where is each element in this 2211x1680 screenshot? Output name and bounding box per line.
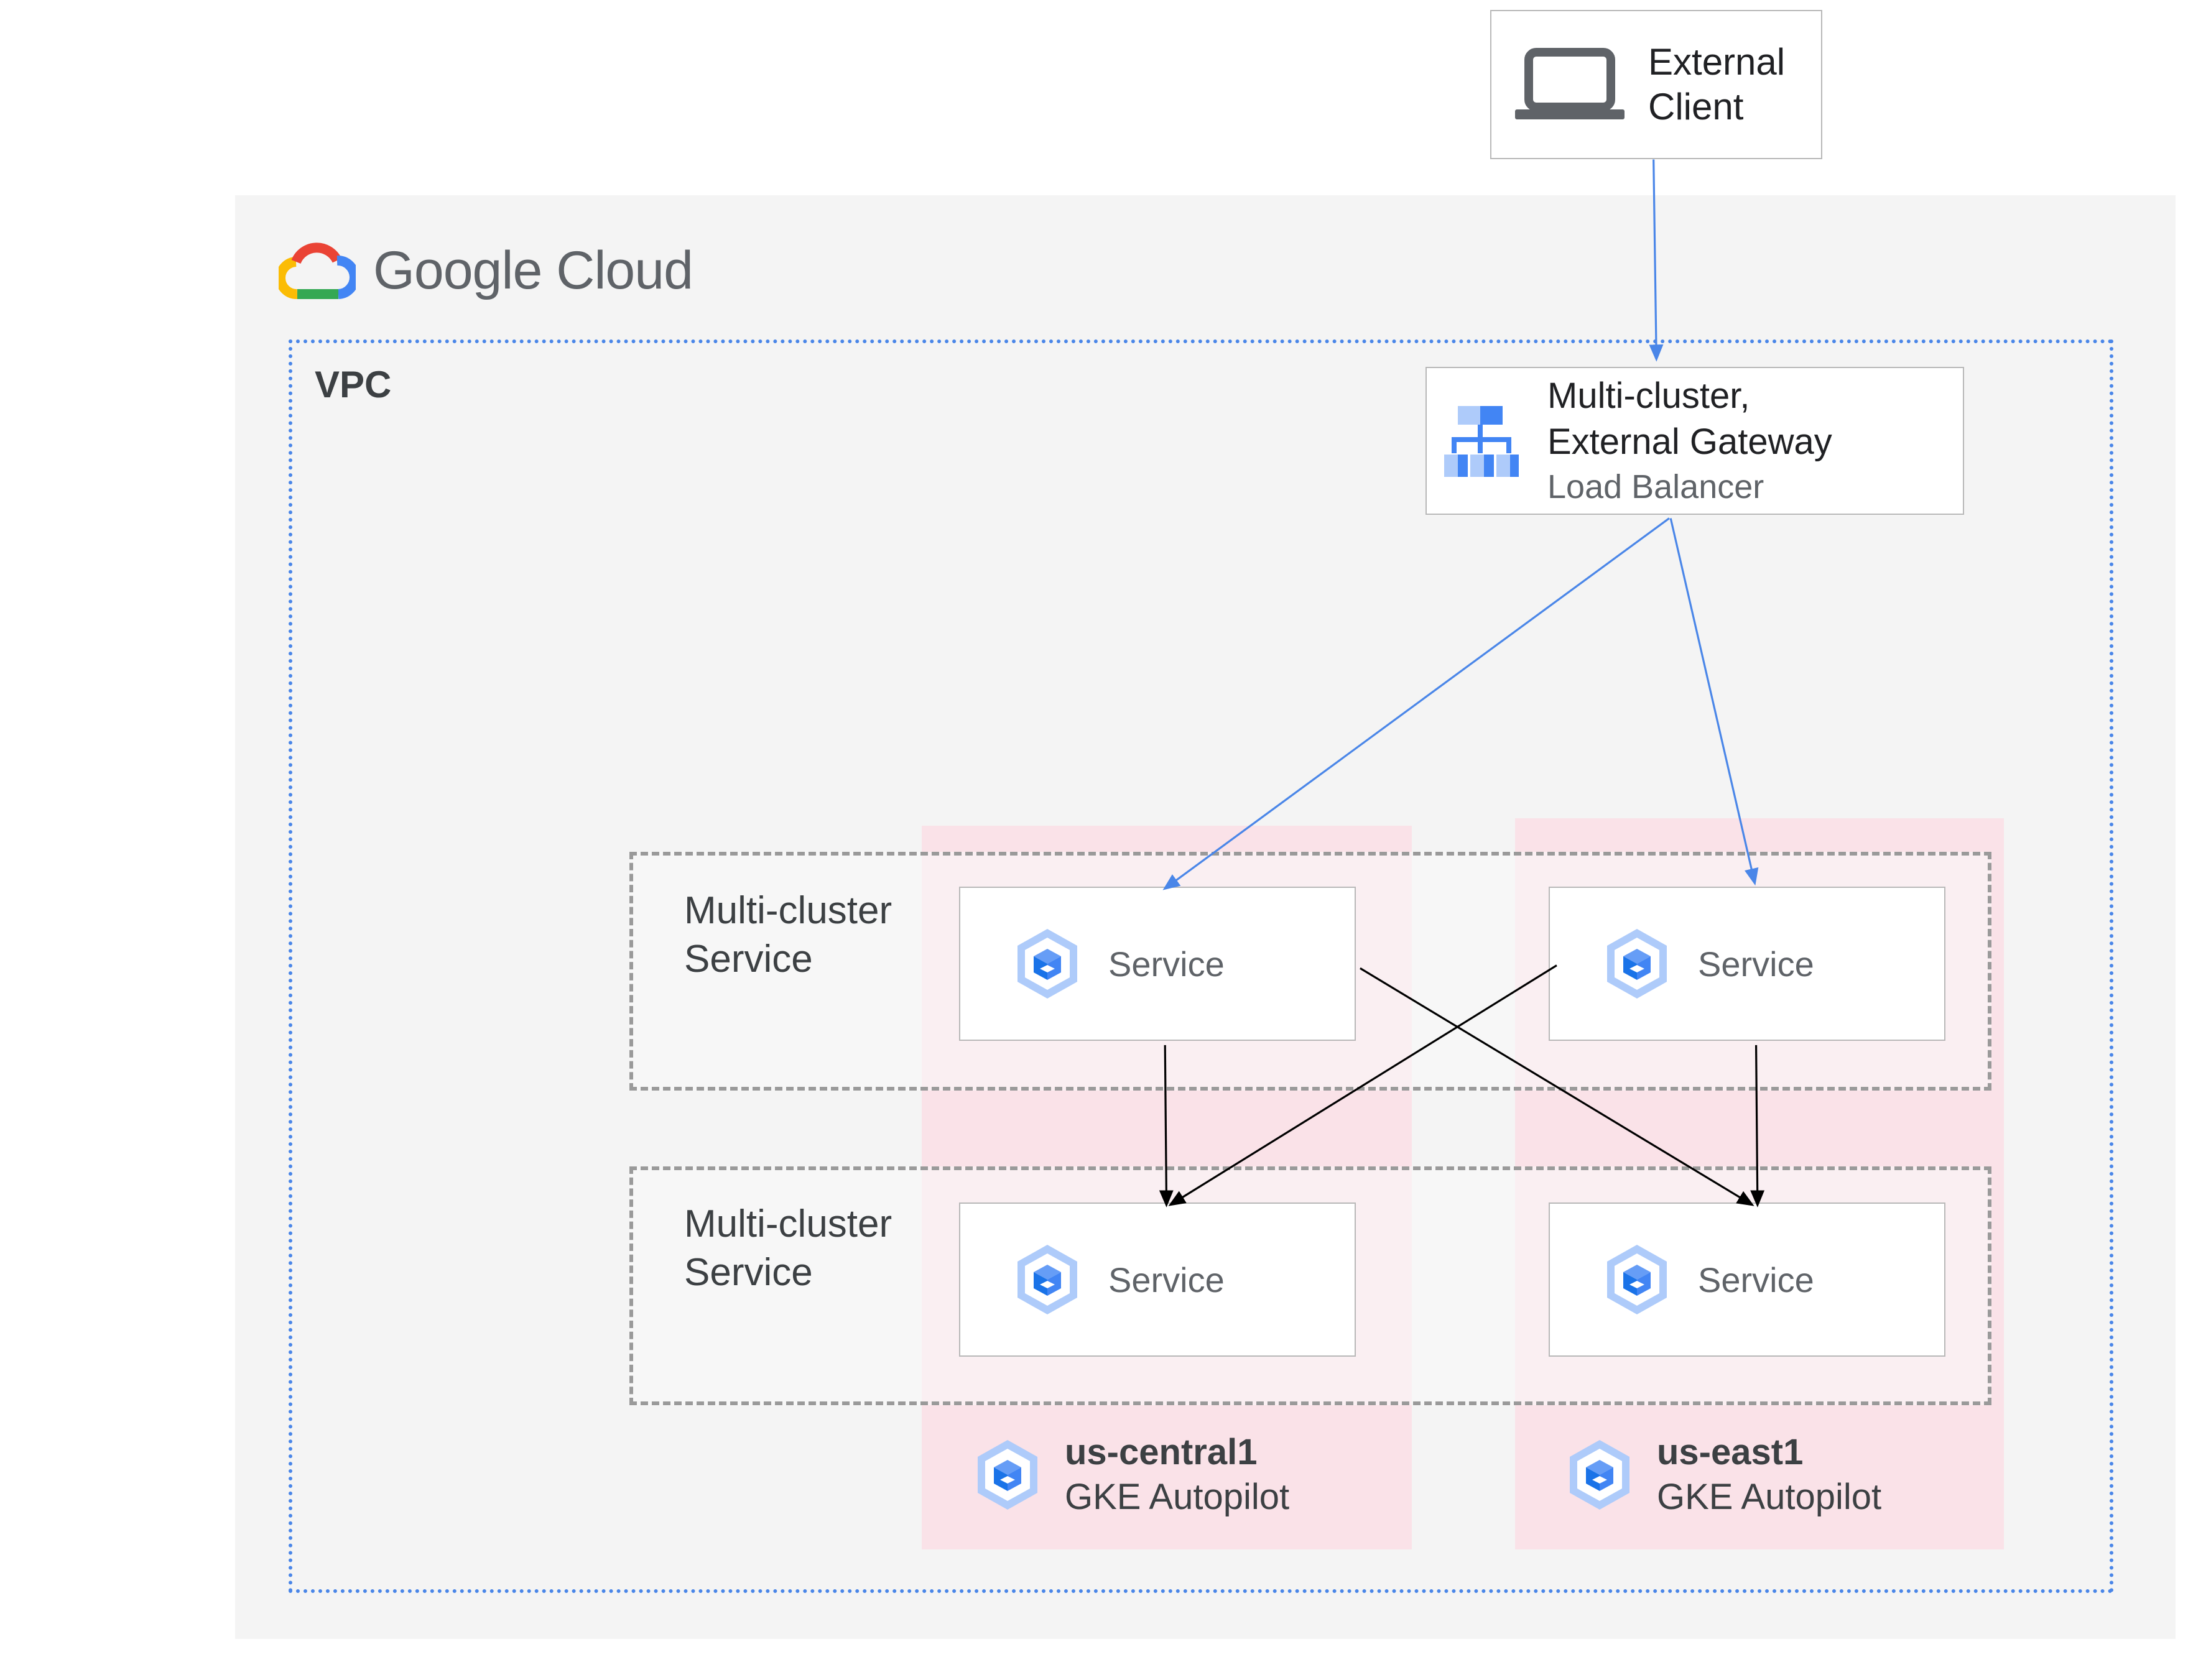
arrow-central-to-east — [1360, 967, 1754, 1206]
client-label-line2: Client — [1648, 86, 1744, 127]
gke-service-icon — [1017, 1245, 1077, 1314]
service-node[interactable]: Service — [959, 1202, 1356, 1357]
gke-service-icon — [1017, 929, 1077, 999]
lb-label-line3: Load Balancer — [1547, 468, 1764, 505]
gke-service-icon — [1607, 929, 1667, 999]
region-name: us-east1 — [1657, 1432, 1804, 1472]
load-balancer-icon — [1444, 406, 1519, 477]
arrow-lb-to-central-service — [1162, 517, 1670, 890]
google-cloud-logo-icon — [279, 242, 356, 299]
arrow-east-down — [1750, 1045, 1765, 1207]
vpc-boundary — [289, 339, 2113, 1593]
arrow-lb-to-east-service — [1669, 518, 1759, 886]
gke-icon — [978, 1440, 1037, 1510]
multicluster-service-label: Multi-cluster Service — [684, 889, 892, 981]
vpc-label: VPC — [315, 364, 392, 405]
arrow-central-down — [1159, 1045, 1174, 1207]
multicluster-service-label: Multi-cluster Service — [684, 1202, 892, 1294]
google-cloud-wordmark: Google Cloud — [373, 240, 693, 300]
gke-service-icon — [1607, 1245, 1667, 1314]
region-label-us-east1: us-east1 GKE Autopilot — [1565, 1430, 1881, 1520]
service-node[interactable]: Service — [1549, 887, 1945, 1041]
client-label-line1: External — [1648, 41, 1786, 83]
lb-label-line2: External Gateway — [1547, 422, 1832, 462]
service-node[interactable]: Service — [959, 887, 1356, 1041]
region-name: us-central1 — [1065, 1432, 1258, 1472]
gke-icon — [1570, 1440, 1629, 1510]
arrow-client-to-lb — [1649, 159, 1664, 362]
load-balancer-node[interactable]: Multi-cluster, External Gateway Load Bal… — [1425, 367, 1964, 515]
region-type: GKE Autopilot — [1065, 1477, 1290, 1517]
service-node[interactable]: Service — [1549, 1202, 1945, 1357]
lb-label-line1: Multi-cluster, — [1547, 376, 1750, 416]
external-client-node[interactable]: External Client — [1490, 10, 1822, 159]
google-cloud-logo: Google Cloud — [279, 230, 726, 311]
region-type: GKE Autopilot — [1657, 1477, 1882, 1517]
arrow-east-to-central — [1168, 964, 1557, 1206]
region-label-us-central1: us-central1 GKE Autopilot — [973, 1430, 1289, 1520]
laptop-icon — [1515, 48, 1625, 119]
